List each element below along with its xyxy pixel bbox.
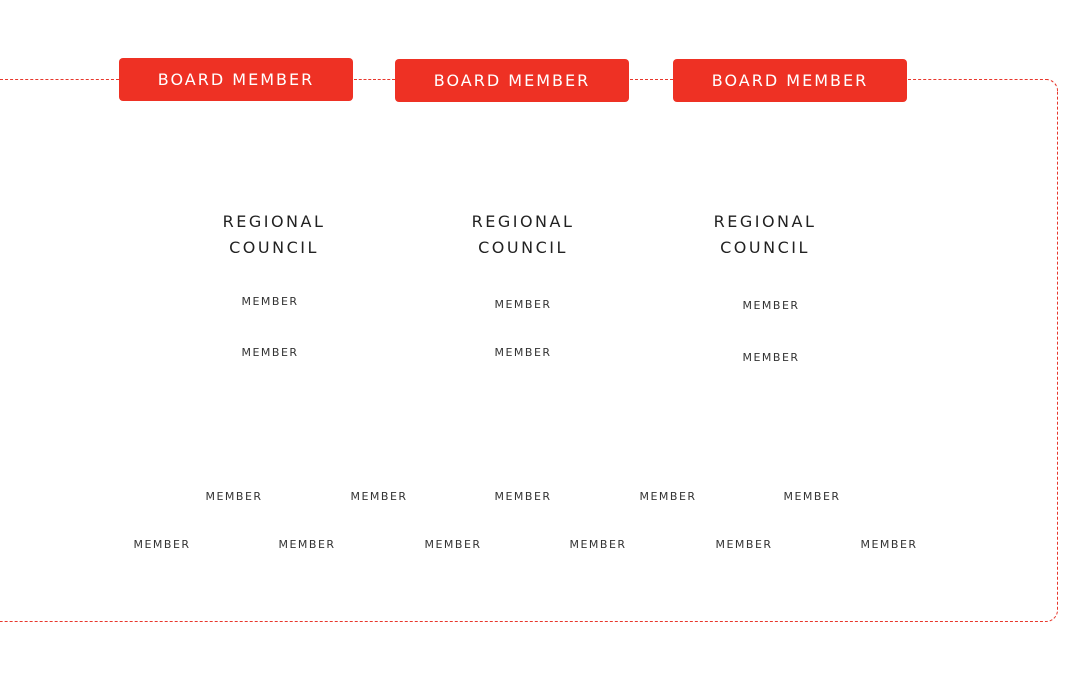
general-member-r1-1: MEMBER	[205, 490, 263, 503]
general-member-r2-6: MEMBER	[860, 538, 918, 551]
dashed-frame	[0, 79, 1058, 622]
top-dashed-line-mid1	[354, 79, 395, 80]
council-1-member-2: MEMBER	[241, 346, 299, 359]
board-member-box-3: BOARD MEMBER	[673, 59, 907, 102]
board-member-box-1: BOARD MEMBER	[119, 58, 353, 101]
general-member-r2-5: MEMBER	[715, 538, 773, 551]
council-1-member-1: MEMBER	[241, 295, 299, 308]
top-dashed-line-left	[0, 79, 119, 80]
general-member-r2-3: MEMBER	[424, 538, 482, 551]
council-2-member-2: MEMBER	[494, 346, 552, 359]
council-2-member-1: MEMBER	[494, 298, 552, 311]
top-dashed-line-mid2	[630, 79, 673, 80]
council-title-line2: COUNCIL	[478, 238, 568, 257]
general-member-r2-1: MEMBER	[133, 538, 191, 551]
general-member-r1-3: MEMBER	[494, 490, 552, 503]
council-title-line1: REGIONAL	[713, 212, 817, 231]
council-title-line1: REGIONAL	[222, 212, 326, 231]
regional-council-3: REGIONAL COUNCIL	[685, 209, 845, 261]
board-member-box-2: BOARD MEMBER	[395, 59, 629, 102]
regional-council-1: REGIONAL COUNCIL	[194, 209, 354, 261]
regional-council-2: REGIONAL COUNCIL	[443, 209, 603, 261]
council-3-member-1: MEMBER	[742, 299, 800, 312]
general-member-r2-2: MEMBER	[278, 538, 336, 551]
top-dashed-line-right	[908, 79, 1048, 80]
council-3-member-2: MEMBER	[742, 351, 800, 364]
frame-corner-top-right	[1046, 79, 1058, 91]
council-title-line2: COUNCIL	[229, 238, 319, 257]
council-title-line2: COUNCIL	[720, 238, 810, 257]
general-member-r1-2: MEMBER	[350, 490, 408, 503]
general-member-r1-5: MEMBER	[783, 490, 841, 503]
general-member-r2-4: MEMBER	[569, 538, 627, 551]
general-member-r1-4: MEMBER	[639, 490, 697, 503]
council-title-line1: REGIONAL	[471, 212, 575, 231]
